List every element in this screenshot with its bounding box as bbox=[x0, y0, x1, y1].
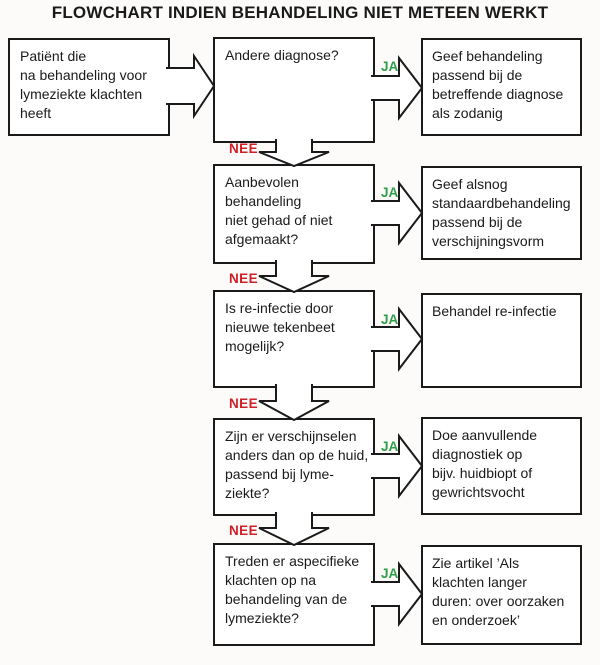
no-arrow-icon-3 bbox=[258, 384, 330, 422]
no-arrow-icon-1 bbox=[258, 139, 330, 168]
no-label-3: NEE bbox=[229, 396, 258, 411]
yes-arrow-icon-4 bbox=[371, 433, 424, 499]
no-label-4: NEE bbox=[229, 523, 258, 538]
question-box-5: Treden er aspecifieke klachten op na beh… bbox=[213, 543, 375, 646]
yes-label-4: JA bbox=[381, 439, 399, 454]
page-title: FLOWCHART INDIEN BEHANDELING NIET METEEN… bbox=[51, 3, 549, 22]
yes-arrow-icon-3 bbox=[371, 306, 424, 372]
start-arrow-icon bbox=[166, 52, 216, 120]
answer-box-5: Zie artikel ’Als klachten langer duren: … bbox=[421, 545, 582, 645]
start-box: Patiënt die na behandeling voor lymeziek… bbox=[8, 38, 170, 136]
no-arrow-icon-4 bbox=[258, 512, 330, 547]
no-label-2: NEE bbox=[229, 271, 258, 286]
answer-box-3: Behandel re-infectie bbox=[421, 293, 582, 388]
answer-box-1: Geef behandeling passend bij de betreffe… bbox=[421, 38, 582, 136]
yes-label-5: JA bbox=[381, 566, 399, 581]
question-box-4: Zijn er verschijnselen anders dan op de … bbox=[213, 418, 375, 516]
yes-arrow-icon-5 bbox=[371, 561, 424, 627]
yes-label-1: JA bbox=[381, 59, 399, 74]
no-arrow-icon-2 bbox=[258, 260, 330, 294]
yes-label-2: JA bbox=[381, 185, 399, 200]
question-box-3: Is re-infectie door nieuwe tekenbeet mog… bbox=[213, 290, 375, 388]
yes-arrow-icon-2 bbox=[371, 180, 424, 246]
no-label-1: NEE bbox=[229, 141, 258, 156]
answer-box-2: Geef alsnog standaardbehandeling passend… bbox=[421, 166, 582, 260]
answer-box-4: Doe aanvullende diagnostiek op bijv. hui… bbox=[421, 417, 582, 515]
question-box-1: Andere diagnose? bbox=[213, 37, 375, 143]
question-box-2: Aanbevolen behandeling niet gehad of nie… bbox=[213, 164, 375, 264]
yes-label-3: JA bbox=[381, 312, 399, 327]
yes-arrow-icon-1 bbox=[371, 55, 424, 121]
